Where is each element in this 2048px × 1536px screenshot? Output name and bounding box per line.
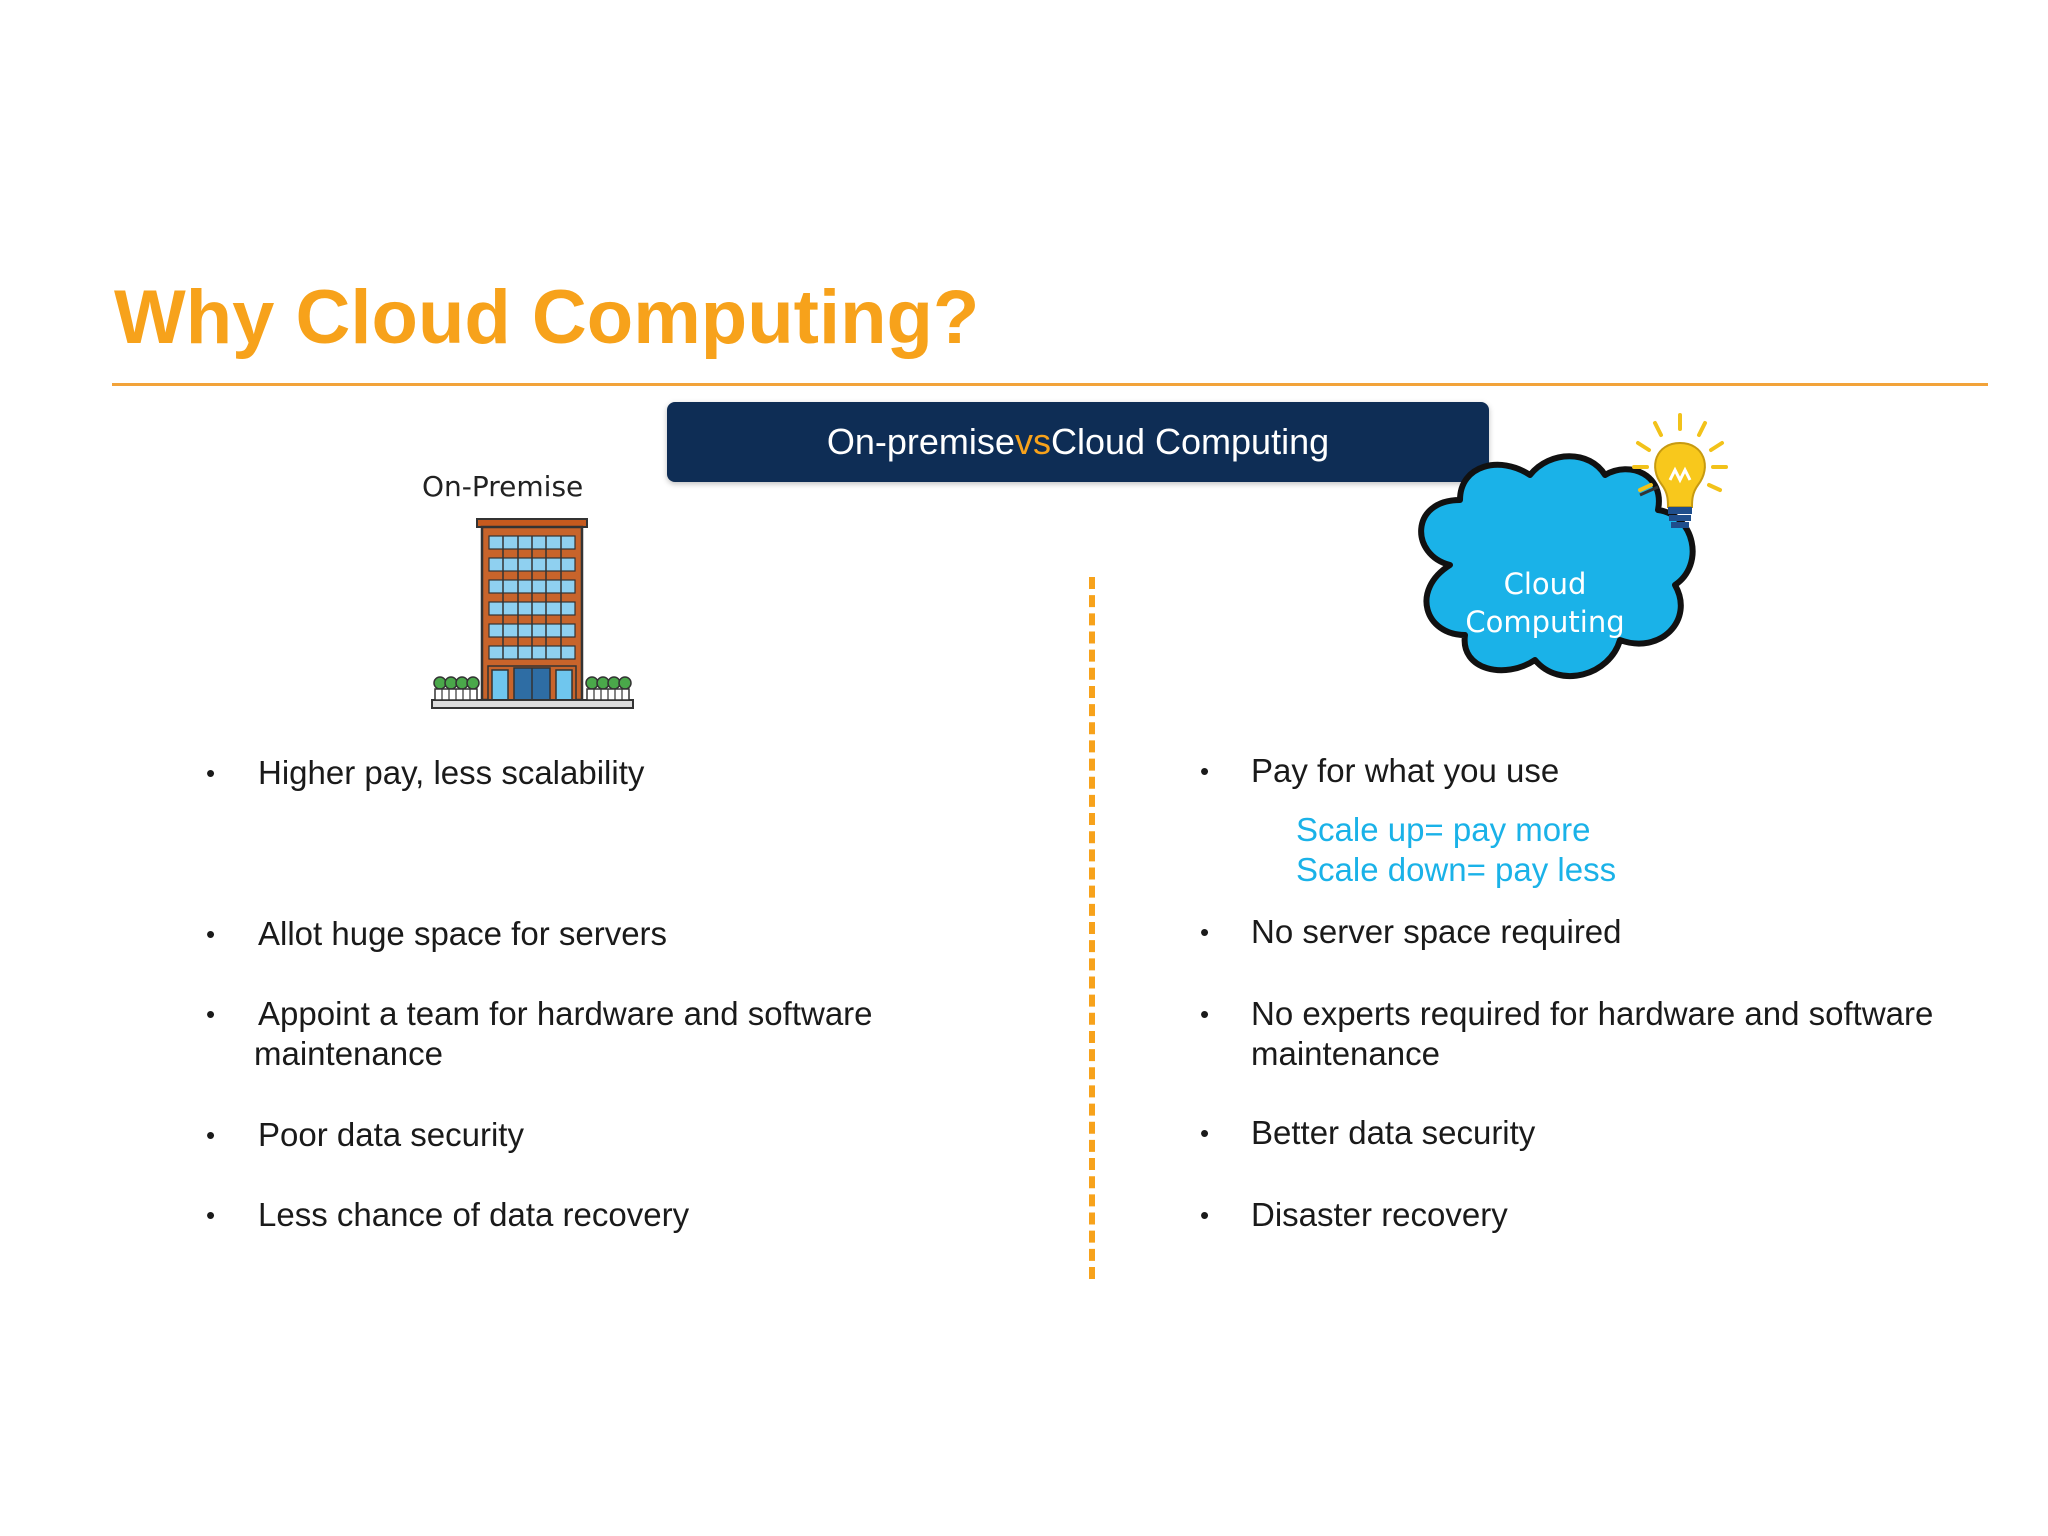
bullet-dot-icon: •: [1200, 1200, 1210, 1230]
bullet-dot-icon: •: [206, 1120, 216, 1150]
bullet-text: Better data security: [1251, 1114, 1536, 1151]
column-divider: [1089, 577, 1095, 1279]
title-underline: [112, 383, 1988, 386]
bullet-text: Less chance of data recovery: [258, 1196, 690, 1233]
scale-up-note: Scale up= pay more: [1296, 811, 1591, 848]
bullet-dot-icon: •: [1200, 756, 1210, 786]
bullet-text: Pay for what you use: [1251, 752, 1560, 789]
bullet-text: Allot huge space for servers: [258, 915, 668, 952]
bullet-text: Appoint a team for hardware and software: [258, 995, 873, 1032]
bullet-dot-icon: •: [1200, 999, 1210, 1029]
office-building-icon: [431, 518, 634, 709]
lightbulb-icon: [1632, 413, 1728, 528]
cloud-icon: [1418, 413, 1728, 679]
bullet-text-continuation: maintenance: [1251, 1035, 1440, 1072]
bullet-text: No server space required: [1251, 913, 1622, 950]
banner-vs-label: vs: [1014, 421, 1051, 462]
bullet-dot-icon: •: [206, 758, 216, 788]
bullet-dot-icon: •: [206, 919, 216, 949]
banner-right-label: Cloud Computing: [1050, 421, 1330, 462]
bullet-text: No experts required for hardware and sof…: [1251, 995, 1934, 1032]
scale-down-note: Scale down= pay less: [1296, 851, 1617, 888]
banner-left-label: On-premise: [826, 421, 1015, 462]
bullet-dot-icon: •: [206, 999, 216, 1029]
cloud-label-line2: Computing: [1465, 605, 1625, 639]
bullet-dot-icon: •: [1200, 917, 1210, 947]
bullet-text: Higher pay, less scalability: [258, 754, 645, 791]
cloud-label: Cloud Computing: [1410, 565, 1680, 641]
bullet-dot-icon: •: [206, 1200, 216, 1230]
slide-title: Why Cloud Computing?: [114, 275, 980, 360]
bullet-dot-icon: •: [1200, 1118, 1210, 1148]
cloud-label-line1: Cloud: [1503, 567, 1587, 601]
bullet-text: Disaster recovery: [1251, 1196, 1508, 1233]
bullet-text: Poor data security: [258, 1116, 524, 1153]
comparison-banner: On-premise vs Cloud Computing: [667, 402, 1489, 482]
bullet-text-continuation: maintenance: [254, 1035, 443, 1072]
on-premise-caption: On-Premise: [422, 470, 584, 503]
